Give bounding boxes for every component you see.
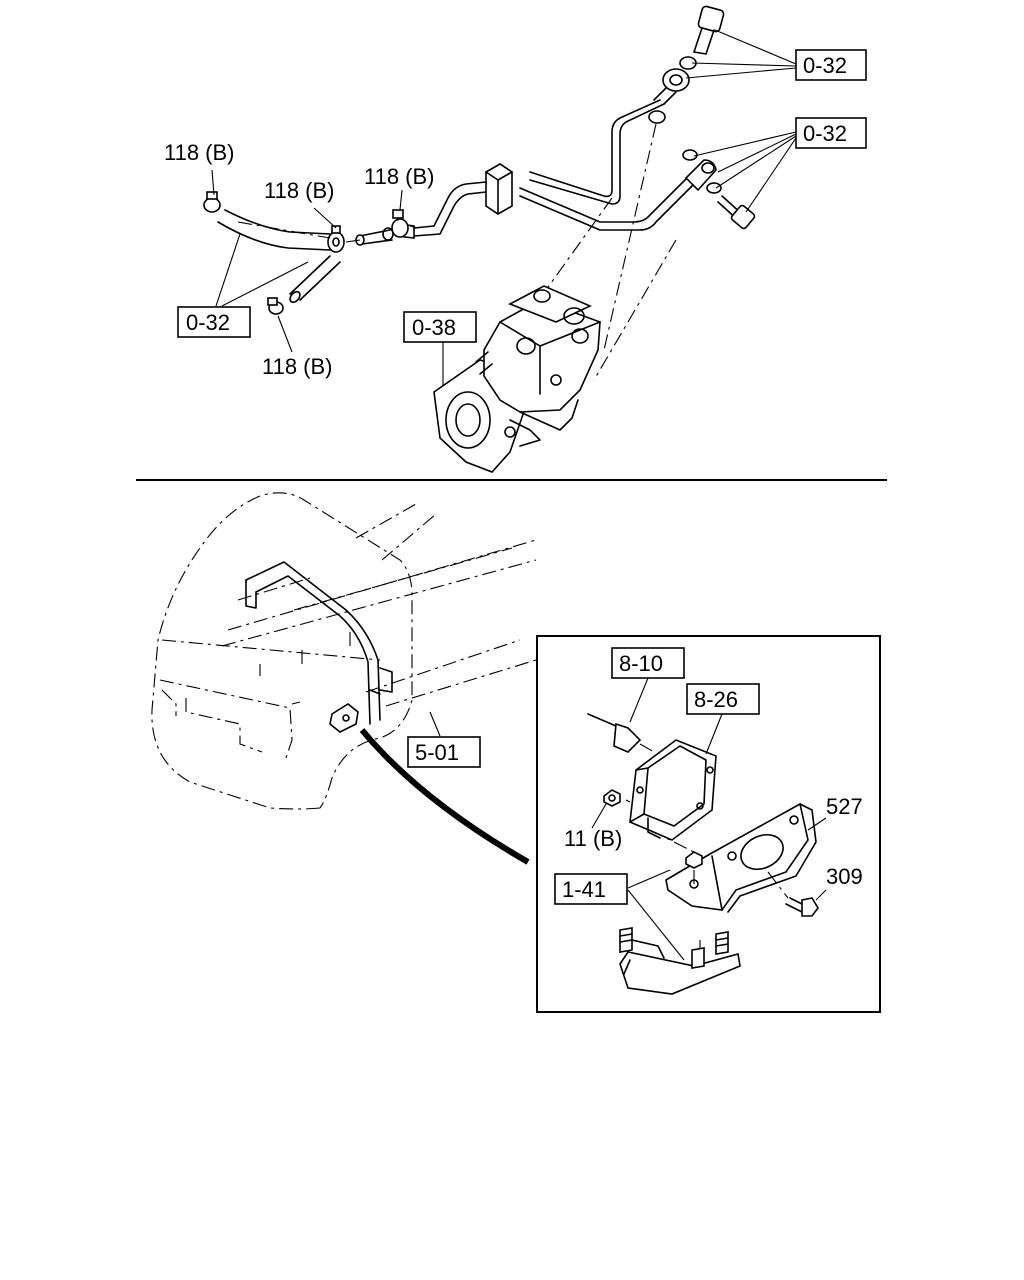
bolt-309 xyxy=(785,897,819,917)
box-sensor-b xyxy=(686,683,760,715)
banjo-fitting xyxy=(653,68,690,105)
label-clamp-2: 118 (B) xyxy=(264,178,335,203)
hose-down xyxy=(289,255,341,304)
washer-3 xyxy=(682,149,698,161)
frame-rails xyxy=(221,503,537,707)
banjo-bolt-top xyxy=(693,5,725,55)
label-sensor-a: 8-10 xyxy=(619,651,663,676)
mounting-strap xyxy=(245,561,393,725)
top-assembly: 118 (B) 118 (B) 118 (B) 118 (B) 0-32 0-3… xyxy=(164,5,867,473)
box-compressor xyxy=(403,311,477,343)
clamp-left xyxy=(203,191,221,213)
box-sensor-a xyxy=(611,647,685,679)
air-compressor xyxy=(433,285,601,473)
box-bracket-lower xyxy=(554,873,628,905)
pipe-upper-b xyxy=(529,103,665,205)
washer-2 xyxy=(648,110,666,124)
leader-527 xyxy=(807,817,827,831)
sensor-wire xyxy=(587,713,617,727)
pipe-lower-b xyxy=(519,181,697,231)
box-left xyxy=(177,306,251,338)
sensor-connector xyxy=(613,722,642,753)
clamp-bottom xyxy=(267,297,284,315)
stud-left xyxy=(619,927,633,953)
leader-clamp-2 xyxy=(313,207,337,229)
leader-left-box xyxy=(215,233,309,307)
hose-end-right xyxy=(684,159,717,192)
pipe-lower-a xyxy=(519,174,691,223)
pipe-left-b xyxy=(413,191,487,237)
leader-top-right-2 xyxy=(693,131,797,213)
cab-outline xyxy=(151,492,413,810)
label-top-right-2: 0-32 xyxy=(803,121,847,146)
label-compressor: 0-38 xyxy=(412,315,456,340)
label-left-box: 0-32 xyxy=(186,310,230,335)
detail-contents xyxy=(587,677,827,995)
dash-6 xyxy=(603,123,657,351)
label-clamp-3: 118 (B) xyxy=(364,164,435,189)
bracket-nut xyxy=(685,851,703,869)
leader-frame xyxy=(429,711,441,737)
pipe-upper-a xyxy=(529,99,661,198)
leader-8-10 xyxy=(629,677,649,723)
label-bracket-upper: 527 xyxy=(826,794,863,819)
nut-11b xyxy=(603,789,621,807)
fitting-left xyxy=(391,209,415,239)
pipe-left-a xyxy=(413,181,487,229)
label-sensor-b: 8-26 xyxy=(694,687,738,712)
stud-mid xyxy=(691,947,705,969)
dash-4 xyxy=(545,197,613,291)
washer-4 xyxy=(706,182,722,194)
label-clamp-4: 118 (B) xyxy=(262,354,333,379)
leader-1-41-a xyxy=(627,869,671,889)
bolt-right xyxy=(717,195,756,230)
leader-8-26 xyxy=(705,713,723,755)
leader-clamp-1 xyxy=(211,169,215,196)
label-nut: 11 (B) xyxy=(564,826,622,851)
label-frame: 5-01 xyxy=(415,740,459,765)
leader-1-41-b xyxy=(627,889,685,961)
box-top-right-2 xyxy=(795,117,867,149)
bottom-assembly: 5-01 xyxy=(151,492,881,1013)
dash-2 xyxy=(345,239,361,243)
control-module xyxy=(629,739,717,841)
leader-nut xyxy=(591,803,607,829)
small-mount-bracket xyxy=(329,703,359,733)
bracket-527 xyxy=(665,802,817,913)
label-bracket-lower: 1-41 xyxy=(562,877,606,902)
dash-5 xyxy=(593,239,677,381)
dash-1 xyxy=(237,221,331,239)
box-frame xyxy=(407,736,481,768)
leader-clamp-4 xyxy=(277,315,293,353)
main-hose xyxy=(217,209,345,253)
detail-callout-curve xyxy=(359,728,530,865)
pipe-clamp-block xyxy=(485,163,513,215)
hose-short xyxy=(355,227,394,246)
box-top-right-1 xyxy=(795,49,867,81)
leader-clamp-3 xyxy=(399,189,403,211)
label-bolt: 309 xyxy=(826,864,863,889)
leader-309 xyxy=(815,889,827,901)
label-clamp-1: 118 (B) xyxy=(164,140,235,165)
stud-right xyxy=(715,931,729,955)
dash-3 xyxy=(409,225,419,229)
leader-top-right-1 xyxy=(685,29,797,79)
label-top-right-1: 0-32 xyxy=(803,53,847,78)
